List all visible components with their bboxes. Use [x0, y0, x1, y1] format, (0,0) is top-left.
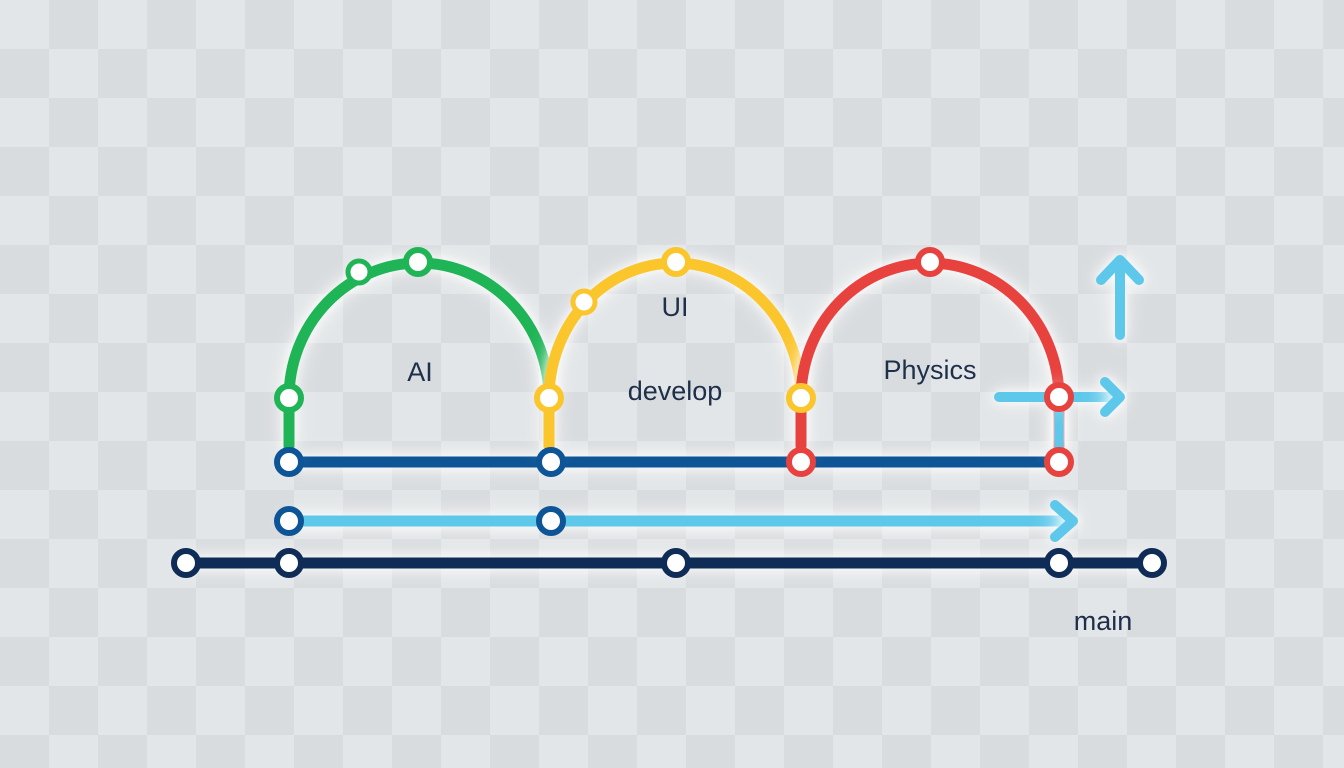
- main-branch-label: main: [1074, 606, 1133, 636]
- develop-arrowhead: [1050, 500, 1078, 542]
- commit-node: [274, 548, 304, 578]
- commit-node: [274, 506, 304, 536]
- commit-node: [534, 383, 564, 413]
- develop-commit-nodes: [274, 506, 566, 536]
- physics-branch-label: Physics: [883, 355, 976, 385]
- commit-node: [786, 447, 816, 477]
- ui-commit-nodes: [534, 247, 816, 413]
- commit-node: [536, 447, 566, 477]
- develop-branch-label: develop: [628, 376, 723, 406]
- commit-node: [274, 447, 304, 477]
- commit-node: [1044, 447, 1074, 477]
- commit-node: [345, 258, 373, 286]
- main-commit-nodes: [171, 548, 1167, 578]
- commit-node: [570, 288, 598, 316]
- ai-branch-label: AI: [407, 357, 433, 387]
- commit-node: [1044, 548, 1074, 578]
- commit-node: [1137, 548, 1167, 578]
- ai-branch-line: [283, 257, 555, 452]
- physics-commit-nodes: [915, 247, 1074, 412]
- ai-commit-nodes: [274, 247, 433, 413]
- commit-node: [786, 383, 816, 413]
- commit-node: [1044, 382, 1074, 412]
- commit-node: [403, 247, 433, 277]
- integration-commit-nodes: [274, 447, 1074, 477]
- commit-node: [274, 383, 304, 413]
- commit-node: [536, 506, 566, 536]
- commit-node: [661, 247, 691, 277]
- commit-node: [661, 548, 691, 578]
- arrow-right-icon: [1100, 377, 1125, 417]
- arrow-up-icon: [1096, 255, 1144, 340]
- ui-branch-label: UI: [662, 292, 689, 322]
- ai-branch-arc: [289, 263, 549, 447]
- commit-node: [915, 247, 945, 277]
- commit-node: [171, 548, 201, 578]
